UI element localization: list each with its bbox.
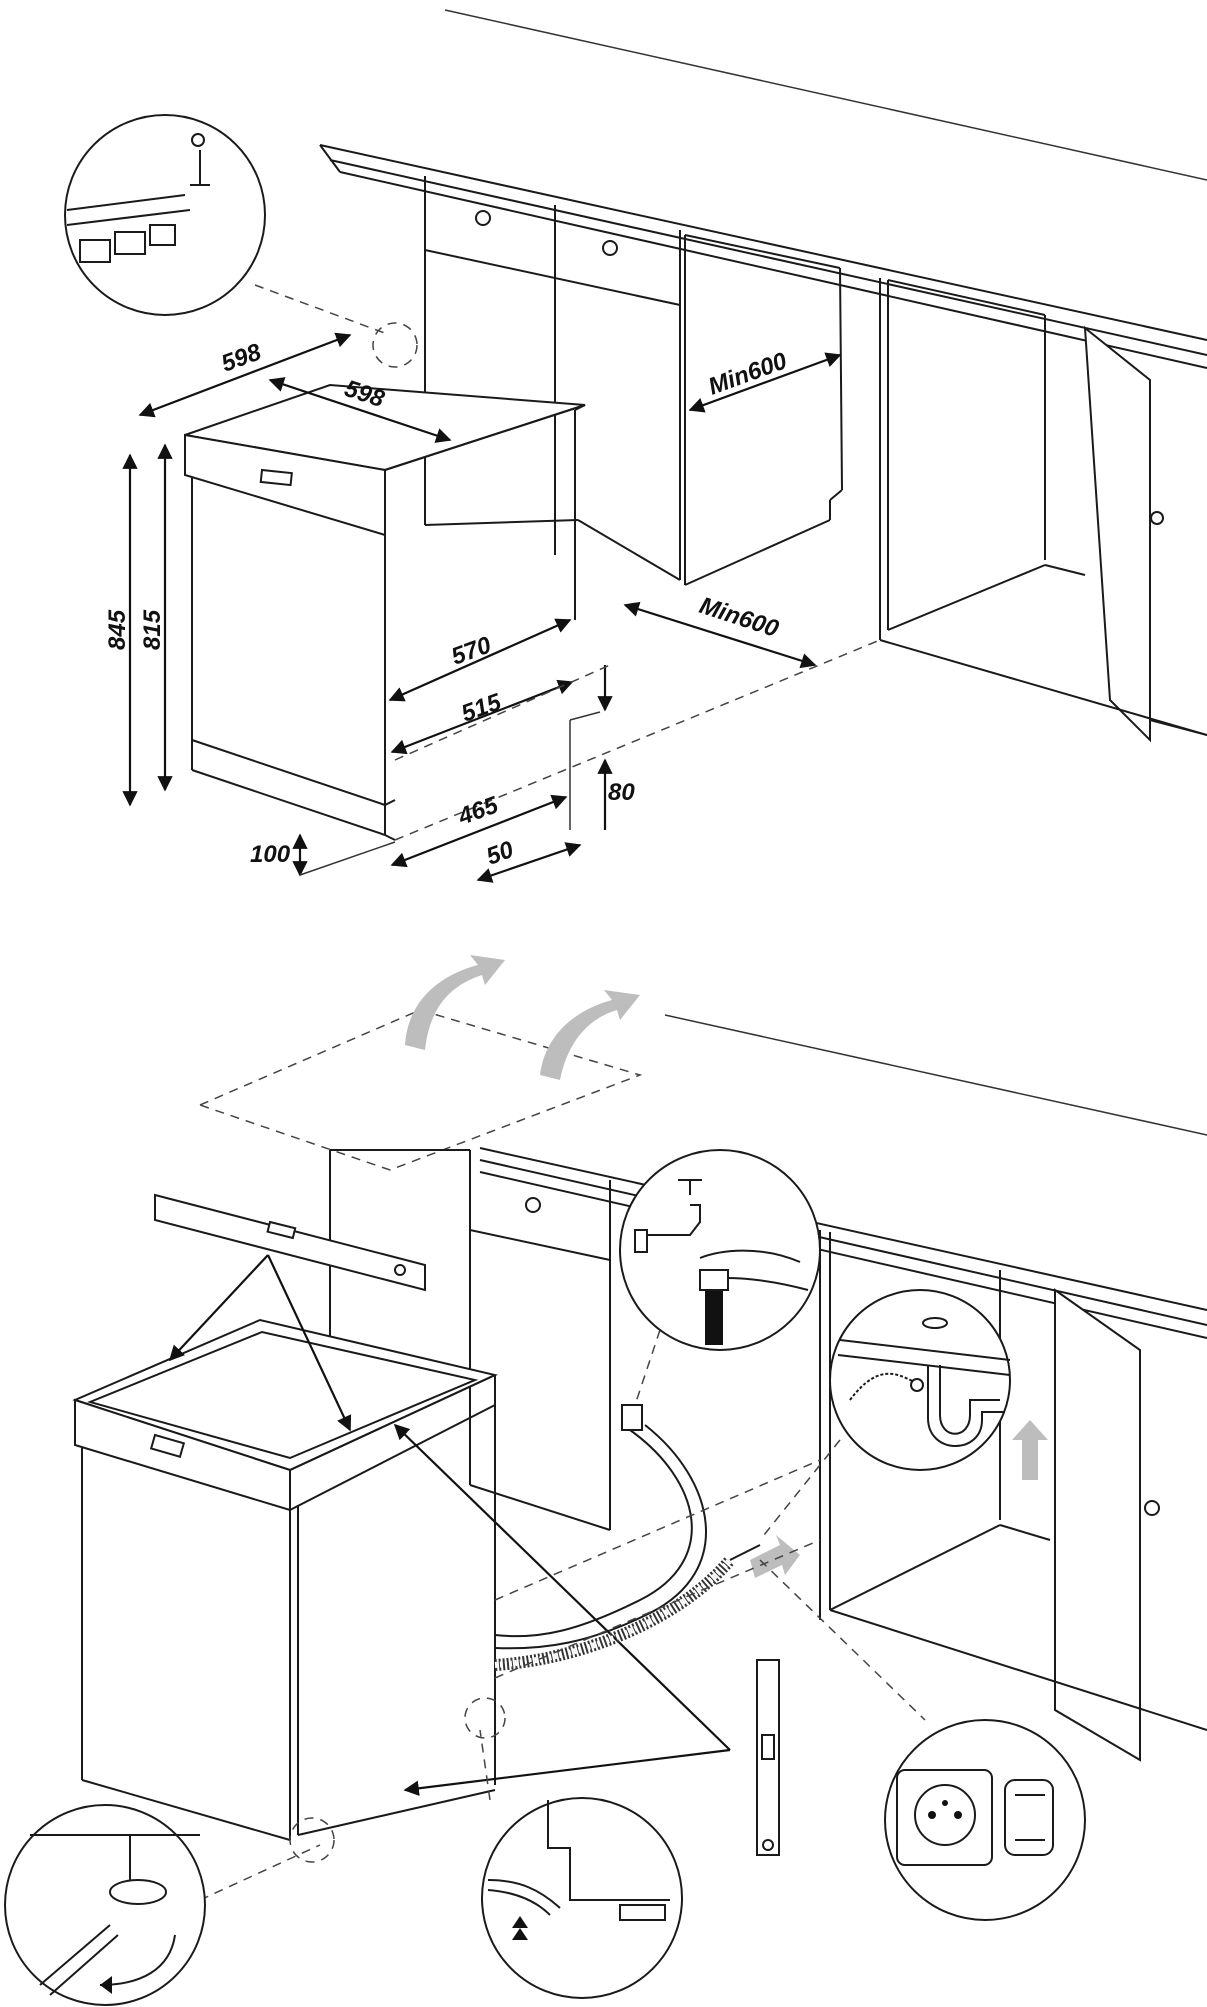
dishwasher-bottom bbox=[72, 1318, 499, 1841]
label-min600-floor: Min600 bbox=[696, 592, 782, 643]
spirit-level-vertical bbox=[756, 1659, 780, 1856]
label-50: 50 bbox=[483, 836, 518, 871]
spirit-level-horizontal bbox=[154, 1193, 426, 1292]
detail-circle-hinge bbox=[464, 1697, 683, 1999]
label-845: 845 bbox=[104, 609, 131, 650]
countertop-top bbox=[319, 144, 1207, 369]
detail-circle-tap bbox=[619, 1149, 821, 1406]
label-min600-niche: Min600 bbox=[705, 347, 791, 400]
label-515: 515 bbox=[458, 688, 505, 727]
lift-arrows bbox=[405, 955, 640, 1080]
hoses bbox=[494, 1404, 800, 1671]
niche-space bbox=[684, 234, 889, 640]
label-80: 80 bbox=[608, 779, 635, 806]
dishwasher-top bbox=[184, 383, 586, 841]
label-100: 100 bbox=[250, 841, 291, 868]
left-cabinet bbox=[424, 176, 686, 585]
bottom-diagram bbox=[4, 955, 1207, 2006]
bottom-left-cabinet bbox=[329, 1149, 611, 1531]
label-598-outer: 598 bbox=[218, 338, 265, 377]
detail-circle-foot bbox=[4, 1804, 335, 2006]
top-diagram: 598 598 845 815 570 515 465 50 80 100 Mi… bbox=[64, 9, 1207, 883]
detail-circle-siphon bbox=[759, 1289, 1011, 1541]
label-815: 815 bbox=[139, 609, 166, 650]
bottom-right-cabinet bbox=[819, 1230, 1207, 1762]
detail-circle-socket bbox=[759, 1559, 1086, 1921]
label-570: 570 bbox=[448, 631, 495, 670]
countertop-bottom bbox=[479, 1147, 1207, 1339]
detail-circle-top-left bbox=[64, 114, 266, 316]
right-cabinet bbox=[879, 279, 1207, 743]
